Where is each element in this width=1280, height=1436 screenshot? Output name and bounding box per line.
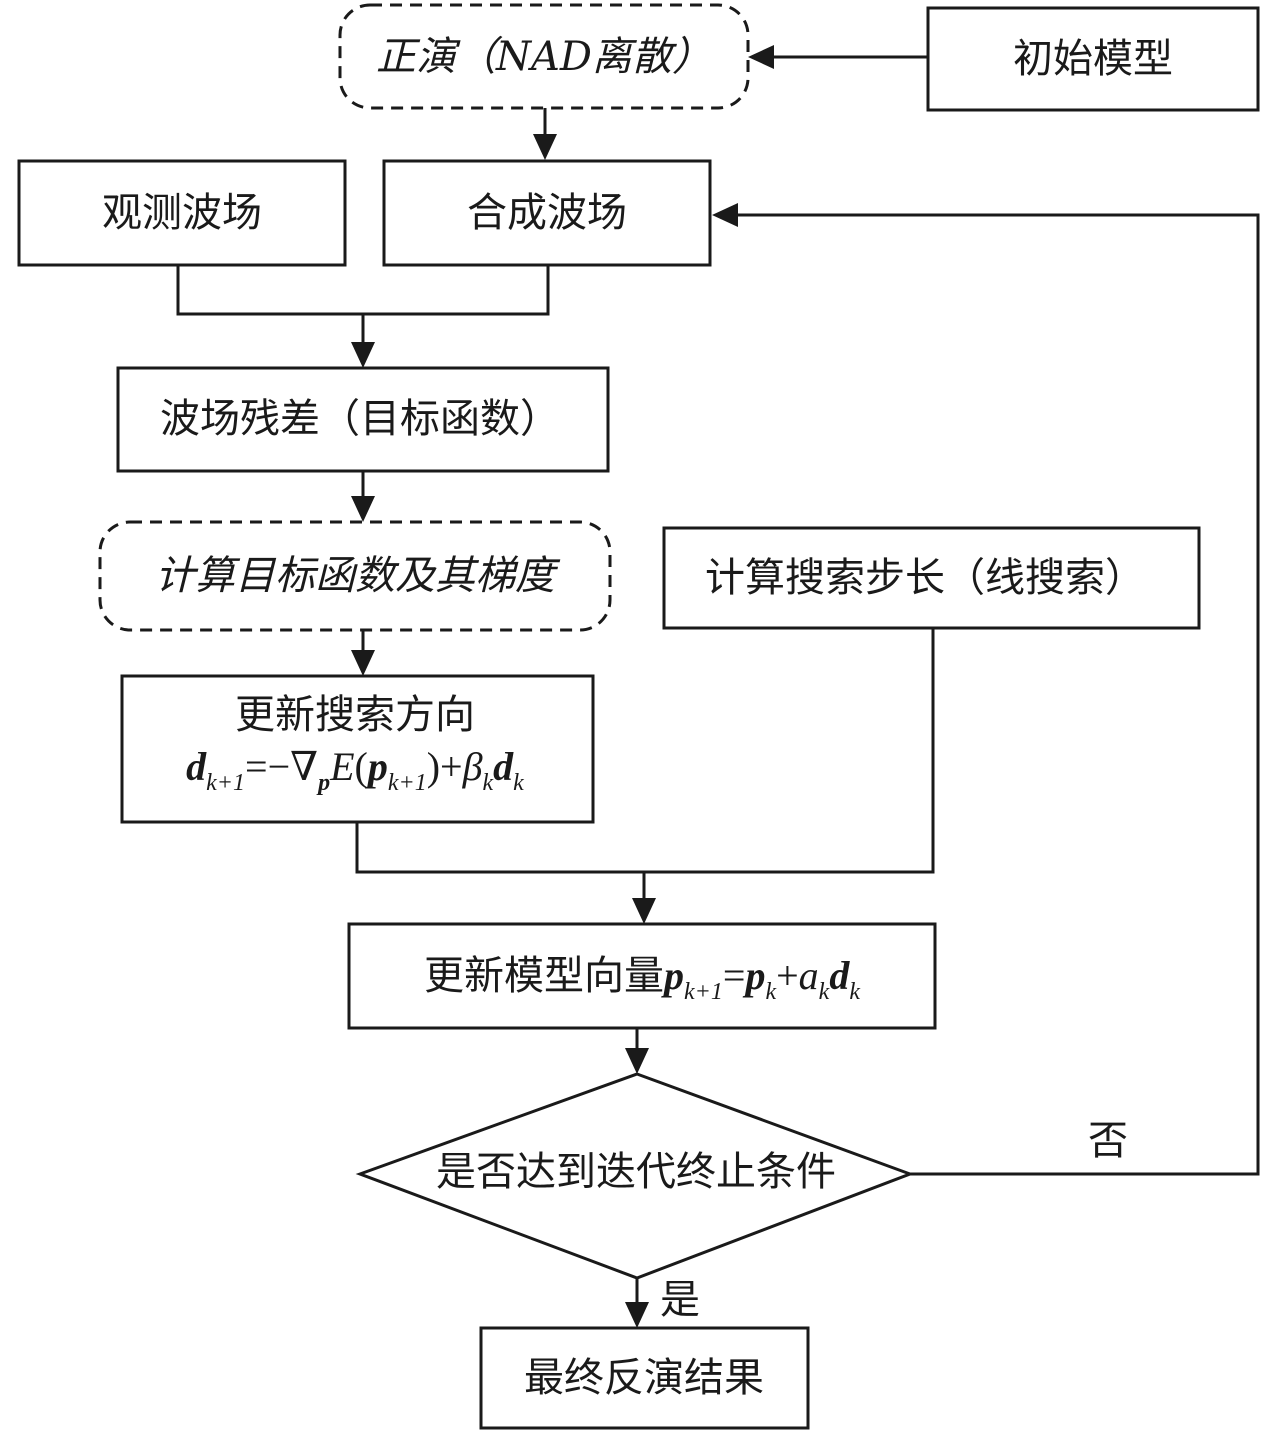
- model-eq: =: [723, 953, 746, 998]
- model-sub-k: k: [765, 979, 776, 1005]
- model-sub-k1: k+1: [684, 979, 723, 1005]
- node-forward: [338, 3, 750, 110]
- formula-plus: +: [440, 744, 463, 789]
- arrowhead-to-residual: [351, 342, 375, 368]
- formula-sub-k1-p: k+1: [388, 770, 427, 796]
- node-synthetic-wavefield-label: 合成波场: [467, 190, 627, 236]
- direction-formula: dk+1=−∇pE(pk+1)+βkdk: [186, 744, 524, 796]
- edge-merge-wavefields: [176, 265, 550, 316]
- arrowhead-to-result: [625, 1302, 649, 1328]
- model-p-k: p: [742, 953, 765, 998]
- formula-rparen: ): [427, 744, 440, 789]
- model-p: p: [661, 953, 684, 998]
- node-decision: [355, 1072, 915, 1280]
- node-final-result: [479, 1326, 810, 1430]
- node-gradient-label: 计算目标函数及其梯度: [155, 553, 561, 599]
- model-plus: +: [776, 953, 799, 998]
- node-residual: [116, 366, 610, 473]
- model-sub-k-a: k: [819, 979, 830, 1005]
- formula-d: d: [186, 744, 207, 789]
- node-step-length-label: 计算搜索步长（线搜索）: [705, 555, 1145, 601]
- formula-sub-k-d: k: [513, 770, 524, 796]
- node-initial-model: [926, 6, 1260, 112]
- model-a: a: [799, 953, 819, 998]
- edge-label-yes: 是: [660, 1277, 700, 1323]
- node-final-result-label: 最终反演结果: [524, 1355, 764, 1401]
- node-initial-model-label: 初始模型: [1013, 36, 1173, 82]
- formula-eq: =: [245, 744, 268, 789]
- node-decision-label: 是否达到迭代终止条件: [436, 1149, 836, 1195]
- arrowhead-to-model-update: [632, 898, 656, 924]
- node-update-direction: [120, 674, 595, 824]
- edge-label-no: 否: [1088, 1118, 1128, 1164]
- arrowhead-to-gradient: [351, 496, 375, 522]
- node-observed-wavefield: [17, 159, 347, 267]
- formula-minus-nabla: −∇: [268, 744, 319, 789]
- node-synthetic-wavefield: [382, 159, 712, 267]
- arrowhead-forward-to-synthetic: [533, 134, 557, 160]
- formula-lparen: (: [355, 744, 368, 789]
- model-d: d: [829, 953, 850, 998]
- node-gradient: [98, 520, 612, 632]
- model-update-prefix: 更新模型向量: [424, 953, 664, 999]
- formula-p: p: [365, 744, 388, 789]
- model-sub-k-d: k: [849, 979, 860, 1005]
- node-update-model-label: 更新模型向量pk+1=pk+akdk: [424, 953, 860, 1005]
- node-observed-wavefield-label: 观测波场: [102, 190, 262, 236]
- formula-d-k: d: [493, 744, 514, 789]
- edge-no-loop: [736, 213, 1260, 1176]
- arrowhead-to-direction: [351, 650, 375, 676]
- node-update-direction-title: 更新搜索方向: [235, 692, 475, 738]
- node-residual-label: 波场残差（目标函数）: [160, 396, 560, 442]
- formula-sub-p: p: [316, 770, 330, 796]
- formula-beta: β: [462, 744, 483, 789]
- formula-sub-k-beta: k: [483, 770, 494, 796]
- formula-sub-k1: k+1: [206, 770, 245, 796]
- arrowhead-to-decision: [625, 1048, 649, 1074]
- node-update-model: [347, 922, 937, 1030]
- node-step-length: [662, 526, 1201, 630]
- arrowhead-no-loop: [712, 203, 738, 227]
- formula-E: E: [329, 744, 354, 789]
- node-forward-label: 正演（NAD离散）: [376, 34, 712, 80]
- arrowhead-initial-to-forward: [748, 45, 774, 69]
